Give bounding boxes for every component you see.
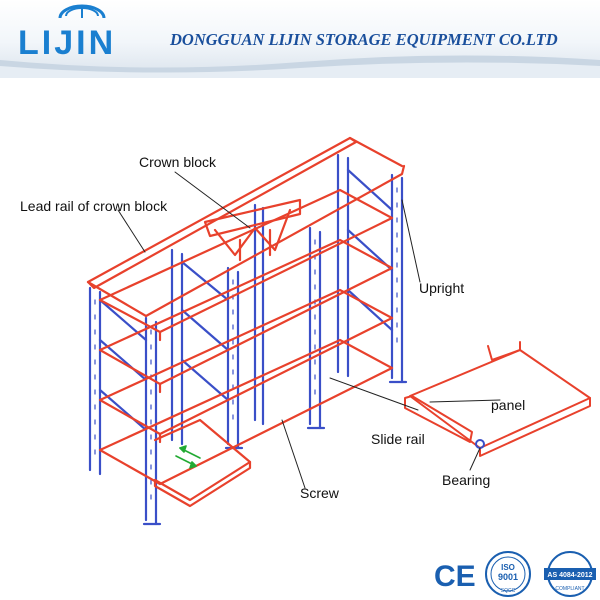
svg-text:9001: 9001 — [498, 572, 518, 582]
company-logo: LIJIN — [8, 4, 138, 62]
svg-text:SQCC: SQCC — [501, 588, 516, 594]
as-4084-badge-icon: AS 4084-2012 COMPLIANT — [544, 551, 596, 597]
label-slide-rail: Slide rail — [371, 431, 425, 447]
svg-text:AS 4084-2012: AS 4084-2012 — [547, 572, 592, 579]
logo-text: LIJIN — [18, 24, 117, 62]
ce-mark-icon: CE — [434, 560, 476, 593]
leader-lines — [117, 171, 501, 489]
label-upright: Upright — [419, 280, 465, 296]
label-screw: Screw — [300, 485, 339, 501]
rack-structure — [86, 136, 591, 526]
svg-text:ISO: ISO — [501, 563, 515, 572]
header-wave-decoration — [0, 55, 600, 78]
certification-badges: CE ISO 9001 SQCC AS 4084-2012 COMPLIANT — [434, 551, 596, 597]
slide-direction-arrows — [175, 445, 201, 469]
shelves-red — [86, 136, 406, 508]
label-lead-rail: Lead rail of crown block — [20, 198, 168, 214]
panel-assembly — [404, 341, 591, 457]
globe-icon — [58, 4, 106, 19]
svg-text:COMPLIANT: COMPLIANT — [555, 586, 584, 592]
iso-9001-badge-icon: ISO 9001 SQCC — [485, 551, 531, 597]
svg-text:CE: CE — [434, 560, 476, 593]
company-name: DONGGUAN LIJIN STORAGE EQUIPMENT CO.LTD — [170, 30, 558, 49]
label-panel: panel — [491, 397, 526, 413]
label-bearing: Bearing — [442, 472, 491, 488]
label-crown-block: Crown block — [139, 154, 217, 170]
header-banner: LIJIN DONGGUAN LIJIN STORAGE EQUIPMENT C… — [0, 0, 600, 78]
